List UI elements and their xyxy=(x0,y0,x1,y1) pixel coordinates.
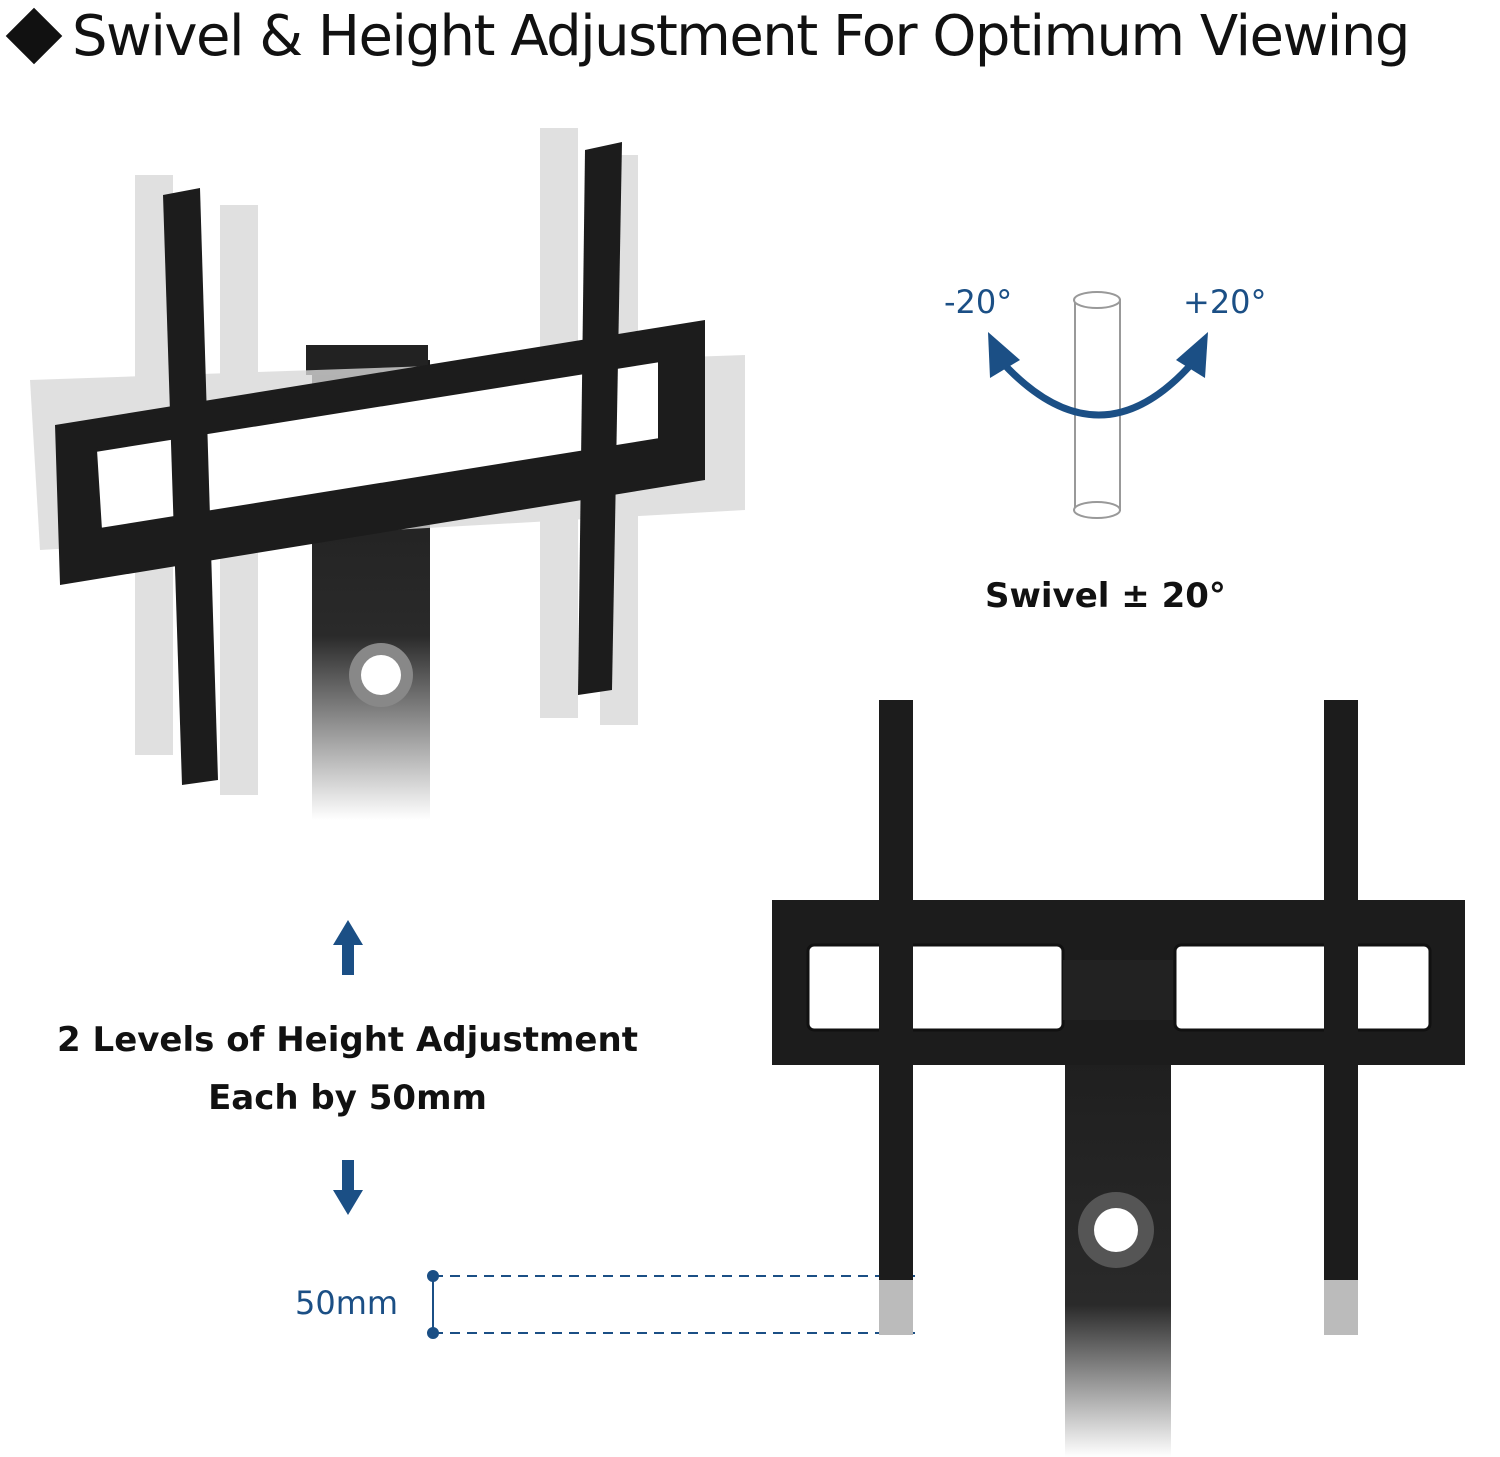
swivel-arc-arrow xyxy=(997,357,1198,419)
height-arrows xyxy=(333,920,363,1215)
title-text: Swivel & Height Adjustment For Optimum V… xyxy=(72,3,1410,69)
arrow-down-icon xyxy=(333,1160,363,1215)
swivel-mount-illustration xyxy=(30,128,745,820)
swivel-right-label: +20° xyxy=(1183,283,1267,321)
front-mount-illustration xyxy=(772,700,1465,1457)
height-caption-line1: 2 Levels of Height Adjustment xyxy=(57,1020,638,1060)
height-caption-line2: Each by 50mm xyxy=(208,1078,487,1118)
swivel-pole-diagram xyxy=(988,291,1208,519)
arrow-left-icon xyxy=(988,332,1020,378)
page-title: Swivel & Height Adjustment For Optimum V… xyxy=(0,0,1410,72)
arrow-right-icon xyxy=(1176,332,1208,378)
swivel-left-label: -20° xyxy=(944,283,1013,321)
measure-label: 50mm xyxy=(295,1284,399,1322)
swivel-caption: Swivel ± 20° xyxy=(985,576,1226,616)
dimension-50mm xyxy=(427,1270,915,1339)
arrow-up-icon xyxy=(333,920,363,975)
